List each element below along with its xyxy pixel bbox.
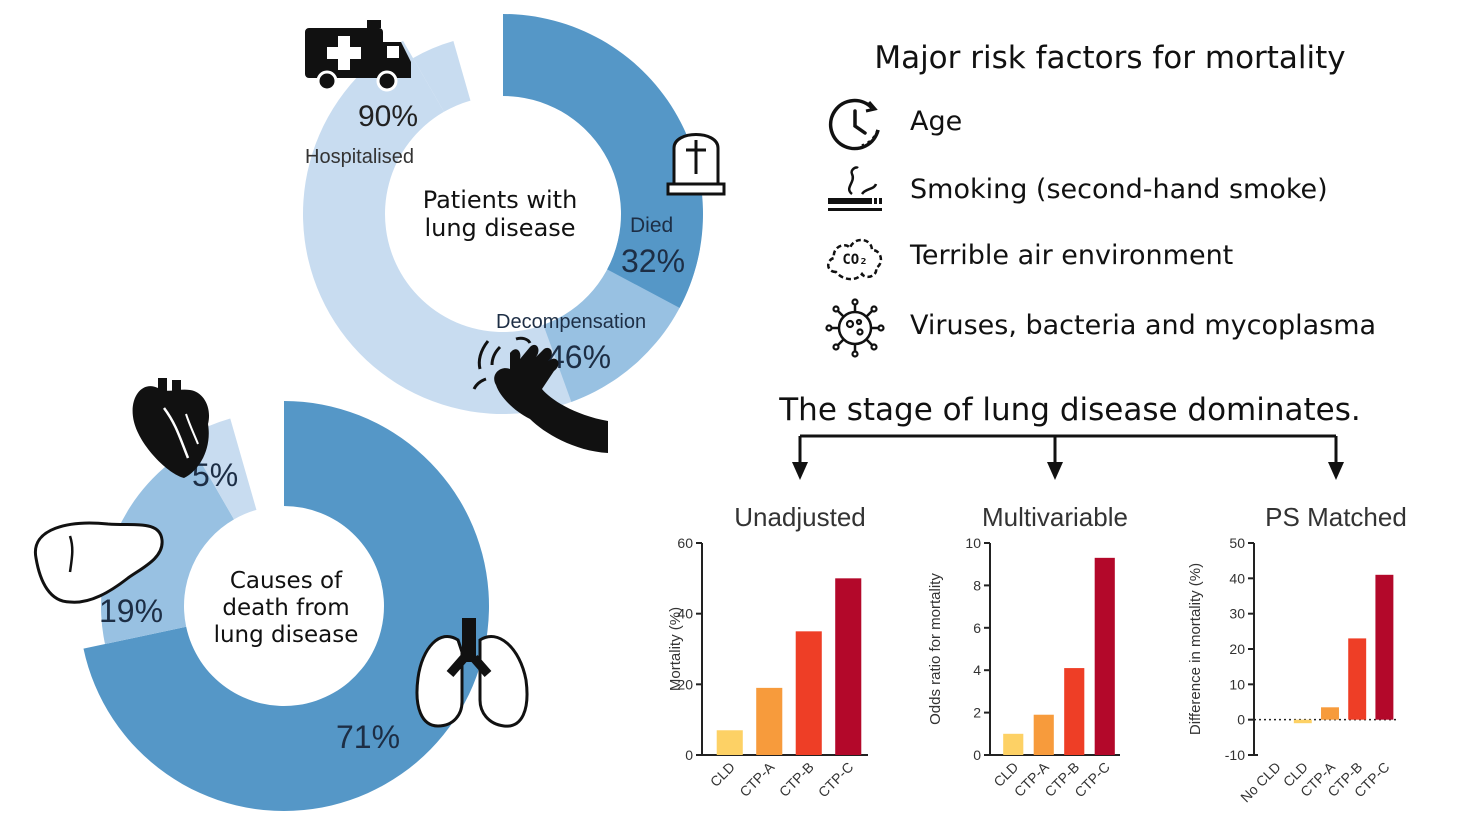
y-axis-label: Odds ratio for mortality bbox=[927, 573, 944, 725]
bar bbox=[1094, 557, 1115, 755]
bar bbox=[1348, 638, 1367, 720]
slice-value: 71% bbox=[336, 719, 400, 755]
y-tick-label: 40 bbox=[677, 606, 693, 622]
virus-icon bbox=[825, 298, 885, 358]
y-tick-label: 40 bbox=[1229, 570, 1245, 586]
clock-icon bbox=[828, 98, 880, 151]
chart-title: Unadjusted bbox=[734, 502, 866, 532]
slice-value: 32% bbox=[621, 243, 685, 279]
heart-icon bbox=[132, 378, 210, 478]
y-tick-label: 6 bbox=[973, 620, 981, 636]
slice-died bbox=[503, 14, 703, 308]
y-axis-label: Mortality (%) bbox=[667, 607, 684, 691]
x-tick-label: CTP-C bbox=[1071, 759, 1113, 801]
stage-arrows bbox=[792, 434, 1344, 480]
center-label-line: lung disease bbox=[424, 214, 575, 242]
y-tick-label: 30 bbox=[1229, 606, 1245, 622]
bar bbox=[1033, 714, 1054, 755]
y-tick-label: 0 bbox=[973, 747, 981, 763]
x-tick-label: CTP-A bbox=[736, 758, 777, 799]
center-label-line: Causes of bbox=[230, 568, 343, 594]
slice-label: Died bbox=[630, 214, 673, 237]
cigarette-icon bbox=[828, 166, 882, 211]
x-tick-label: CTP-B bbox=[776, 759, 817, 800]
y-tick-label: 60 bbox=[677, 535, 693, 551]
slice-label: Decompensation bbox=[496, 311, 646, 333]
x-tick-label: No CLD bbox=[1237, 759, 1284, 806]
slice-liver bbox=[100, 447, 234, 645]
bar bbox=[1375, 574, 1394, 720]
co2-cloud-icon: CO₂ bbox=[827, 238, 883, 281]
bar bbox=[1321, 707, 1339, 720]
slice-value: 46% bbox=[547, 339, 611, 375]
chart-title: Multivariable bbox=[982, 502, 1128, 532]
bar bbox=[1064, 668, 1085, 755]
y-tick-label: 10 bbox=[965, 535, 981, 551]
bar bbox=[716, 730, 743, 755]
y-tick-label: 20 bbox=[677, 676, 693, 692]
y-axis-label: Difference in mortality (%) bbox=[1187, 563, 1204, 735]
tombstone-icon bbox=[666, 133, 726, 196]
risk-factor-label: Age bbox=[910, 106, 963, 137]
lungs-icon bbox=[415, 618, 529, 728]
bar bbox=[1293, 719, 1312, 724]
center-label-line: death from bbox=[222, 595, 349, 621]
bar bbox=[1003, 733, 1024, 755]
slice-label: Hospitalised bbox=[305, 146, 414, 168]
svg-text:CO₂: CO₂ bbox=[842, 252, 867, 268]
y-tick-label: -10 bbox=[1225, 747, 1245, 763]
center-label-line: Patients with bbox=[423, 186, 578, 214]
center-label-line: lung disease bbox=[214, 622, 359, 648]
slice-hospitalised-tip bbox=[413, 40, 471, 112]
x-tick-label: CLD bbox=[707, 759, 738, 790]
ambulance-icon bbox=[305, 20, 411, 92]
y-tick-label: 2 bbox=[973, 705, 981, 721]
y-tick-label: 10 bbox=[1229, 676, 1245, 692]
slice-lungs bbox=[83, 401, 490, 812]
y-tick-label: 50 bbox=[1229, 535, 1245, 551]
x-tick-label: CTP-C bbox=[815, 759, 857, 801]
stage-title: The stage of lung disease dominates. bbox=[779, 392, 1361, 428]
risk-factors-title: Major risk factors for mortality bbox=[874, 40, 1346, 76]
y-tick-label: 0 bbox=[685, 747, 693, 763]
risk-factor-label: Viruses, bacteria and mycoplasma bbox=[910, 310, 1377, 341]
y-tick-label: 4 bbox=[973, 662, 981, 678]
risk-factor-label: Terrible air environment bbox=[910, 240, 1234, 271]
slice-hospitalised bbox=[302, 40, 603, 414]
bar bbox=[756, 687, 783, 755]
y-tick-label: 20 bbox=[1229, 641, 1245, 657]
slice-value: 19% bbox=[99, 593, 163, 629]
chart-title: PS Matched bbox=[1265, 502, 1407, 532]
bar bbox=[835, 578, 862, 755]
waving-hand-icon bbox=[472, 336, 608, 453]
bar bbox=[795, 631, 822, 755]
liver-icon bbox=[33, 521, 164, 604]
slice-value: 90% bbox=[358, 100, 418, 133]
y-tick-label: 8 bbox=[973, 577, 981, 593]
y-tick-label: 0 bbox=[1237, 712, 1245, 728]
risk-factor-label: Smoking (second-hand smoke) bbox=[910, 174, 1328, 205]
